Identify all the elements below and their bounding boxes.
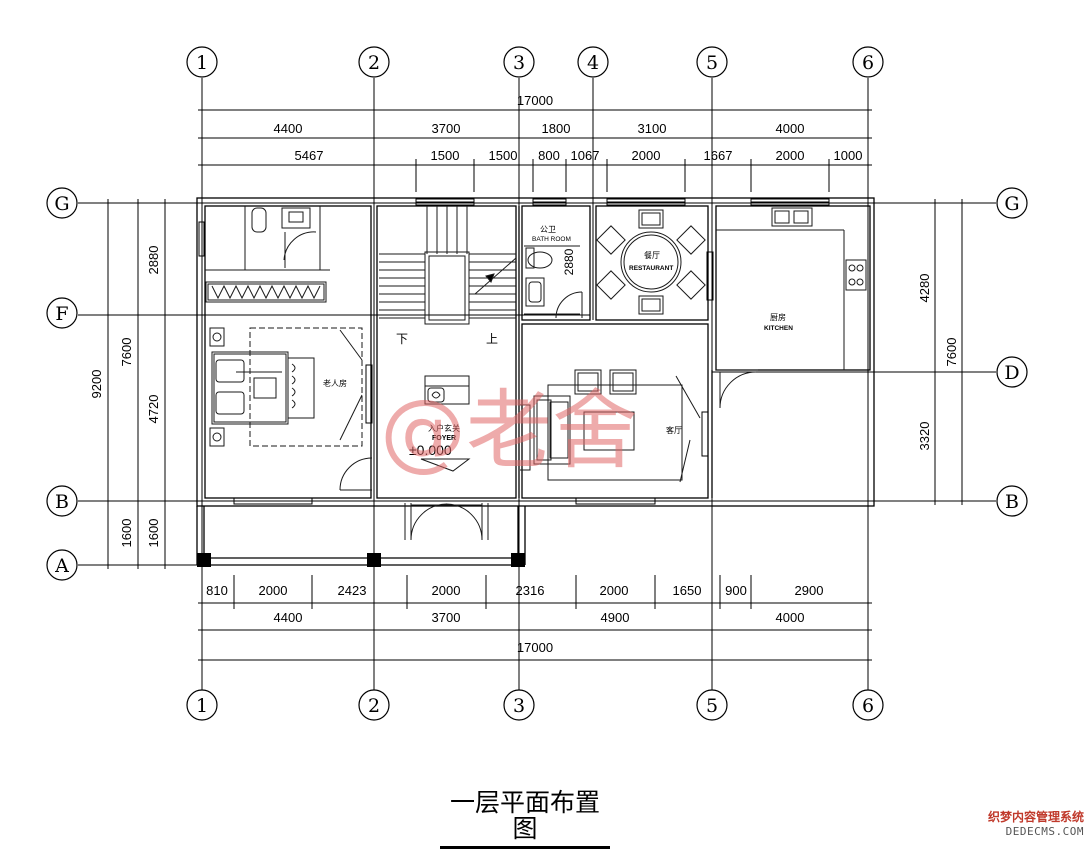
foyer-furniture bbox=[404, 375, 489, 541]
side-dimension-lines bbox=[102, 199, 968, 569]
dim-top-detail-5: 1067 bbox=[571, 148, 600, 163]
elderly-room-furniture bbox=[205, 206, 373, 491]
axis-label-f-left: F bbox=[55, 303, 68, 325]
dim-top-bay-4: 3100 bbox=[638, 121, 667, 136]
dim-top-detail-3: 1500 bbox=[489, 148, 518, 163]
dim-bottom-detail-1: 810 bbox=[206, 583, 228, 598]
dim-top-bay-3: 1800 bbox=[542, 121, 571, 136]
axis-label-1-bottom: 1 bbox=[196, 695, 208, 717]
dim-left-mid-1: 7600 bbox=[119, 338, 134, 367]
site-watermark-text: 织梦内容管理系统 bbox=[987, 810, 1084, 824]
axis-label-2-top: 2 bbox=[368, 52, 380, 74]
dim-top-detail-9: 1000 bbox=[834, 148, 863, 163]
dim-left-mid-2: 1600 bbox=[119, 519, 134, 548]
living-room-label: 客厅 bbox=[666, 425, 682, 435]
author-watermark: @老舍 bbox=[380, 381, 638, 481]
kitchen-label-cn: 厨房 bbox=[770, 312, 786, 322]
axis-label-3-bottom: 3 bbox=[513, 695, 525, 717]
dim-bottom-detail-5: 2316 bbox=[516, 583, 545, 598]
dim-bottom-detail-2: 2000 bbox=[259, 583, 288, 598]
dim-top-detail-2: 1500 bbox=[431, 148, 460, 163]
dim-bottom-bay-1: 4400 bbox=[274, 610, 303, 625]
dim-left-inner-1: 2880 bbox=[146, 246, 161, 275]
axis-label-6-bottom: 6 bbox=[862, 695, 874, 717]
dim-top-detail-6: 2000 bbox=[632, 148, 661, 163]
dim-top-total: 17000 bbox=[517, 93, 553, 108]
dim-bottom-bay-3: 4900 bbox=[601, 610, 630, 625]
living-room-furniture bbox=[520, 369, 701, 483]
stair-up-label: 上 bbox=[486, 332, 498, 346]
staircase bbox=[379, 206, 517, 325]
axis-label-g-left: G bbox=[54, 193, 69, 215]
dim-left-inner-2: 4720 bbox=[146, 395, 161, 424]
dim-bottom-detail-6: 2000 bbox=[600, 583, 629, 598]
axis-label-a-left: A bbox=[54, 555, 69, 577]
grid-bubbles bbox=[46, 46, 1028, 721]
dim-right-inner-1: 4280 bbox=[917, 274, 932, 303]
dim-top-bay-5: 4000 bbox=[776, 121, 805, 136]
site-watermark-url: DEDECMS.COM bbox=[1005, 825, 1084, 838]
bathroom-label-cn: 公卫 bbox=[540, 225, 556, 234]
foyer-label-cn: 入户玄关 bbox=[428, 423, 460, 433]
bathroom-label-en: BATH ROOM bbox=[532, 236, 571, 243]
axis-label-1-top: 1 bbox=[196, 52, 208, 74]
dim-bottom-bay-2: 3700 bbox=[432, 610, 461, 625]
restaurant-label-en: RESTAURANT bbox=[629, 265, 673, 272]
dim-left-total: 9200 bbox=[89, 370, 104, 399]
restaurant-label-cn: 餐厅 bbox=[644, 251, 660, 260]
axis-label-g-right: G bbox=[1004, 193, 1019, 215]
axis-label-b-left: B bbox=[55, 491, 69, 513]
dim-bottom-detail-4: 2000 bbox=[432, 583, 461, 598]
bottom-dimension-lines bbox=[198, 572, 872, 666]
axis-label-3-top: 3 bbox=[513, 52, 525, 74]
axis-label-4-top: 4 bbox=[587, 52, 599, 74]
kitchen-label-en: KITCHEN bbox=[764, 325, 793, 332]
axis-label-6-top: 6 bbox=[862, 52, 874, 74]
kitchen-fixtures bbox=[716, 207, 867, 409]
dim-top-bay-1: 4400 bbox=[274, 121, 303, 136]
bathroom-fixtures bbox=[524, 245, 583, 319]
dim-top-detail-8: 2000 bbox=[776, 148, 805, 163]
dim-bottom-detail-9: 2900 bbox=[795, 583, 824, 598]
foyer-label-en: FOYER bbox=[432, 435, 456, 442]
axis-label-2-bottom: 2 bbox=[368, 695, 380, 717]
dim-bottom-detail-7: 1650 bbox=[673, 583, 702, 598]
dim-bottom-detail-3: 2423 bbox=[338, 583, 367, 598]
dim-top-bay-2: 3700 bbox=[432, 121, 461, 136]
stair-down-label: 下 bbox=[396, 332, 408, 346]
elevation-label: ±0.000 bbox=[409, 442, 452, 458]
axis-label-5-bottom: 5 bbox=[706, 695, 718, 717]
dim-bottom-total: 17000 bbox=[517, 640, 553, 655]
site-watermark: 织梦内容管理系统 DEDECMS.COM bbox=[978, 808, 1084, 838]
dim-bottom-detail-8: 900 bbox=[725, 583, 747, 598]
dim-top-detail-7: 1667 bbox=[704, 148, 733, 163]
columns bbox=[197, 553, 525, 567]
windows bbox=[198, 198, 830, 505]
axis-label-d-right: D bbox=[1004, 362, 1019, 384]
top-dimension-lines bbox=[198, 104, 872, 196]
dim-right-outer: 7600 bbox=[944, 338, 959, 367]
dim-left-inner-3: 1600 bbox=[146, 519, 161, 548]
dining-set bbox=[596, 209, 706, 315]
axis-label-5-top: 5 bbox=[706, 52, 718, 74]
dim-top-detail-1: 5467 bbox=[295, 148, 324, 163]
dim-bottom-bay-4: 4000 bbox=[776, 610, 805, 625]
elderly-room-label: 老人房 bbox=[323, 378, 347, 388]
dim-top-detail-4: 800 bbox=[538, 148, 560, 163]
bathroom-dimension: 2880 bbox=[562, 248, 576, 275]
axis-label-b-right: B bbox=[1005, 491, 1019, 513]
dim-right-inner-2: 3320 bbox=[917, 422, 932, 451]
